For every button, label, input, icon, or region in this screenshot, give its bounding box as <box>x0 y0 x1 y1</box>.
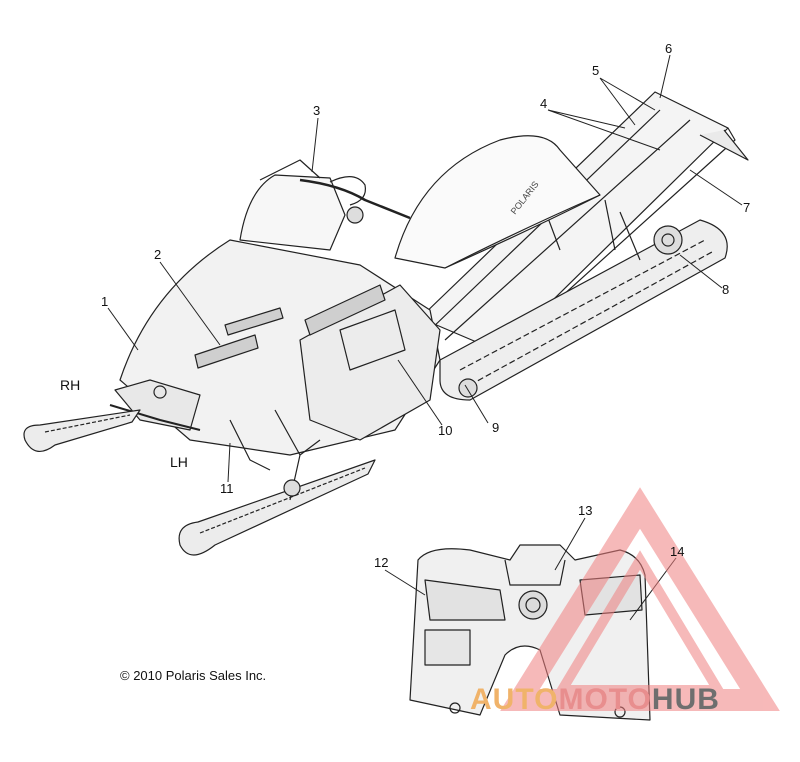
front-idler <box>458 378 478 398</box>
watermark-part3: HUB <box>651 683 720 716</box>
ski-left <box>178 459 376 556</box>
callout-13: 13 <box>578 503 593 518</box>
vent-upper <box>304 284 386 336</box>
watermark-wordmark: AUTOMOTOHUB <box>470 683 720 717</box>
leader-lines <box>107 54 743 621</box>
rear-flap <box>699 129 749 161</box>
callout-7: 7 <box>743 200 751 215</box>
ski-right <box>23 409 141 452</box>
vent-lower <box>194 334 259 369</box>
callout-12: 12 <box>374 555 389 570</box>
seat <box>394 135 601 269</box>
callout-8: 8 <box>722 282 730 297</box>
bumper <box>109 404 201 431</box>
callout-3: 3 <box>313 103 321 118</box>
callout-9: 9 <box>492 420 500 435</box>
callout-5: 5 <box>592 63 600 78</box>
callout-14: 14 <box>670 544 685 559</box>
rear-wheel <box>653 225 683 255</box>
copyright-text: © 2010 Polaris Sales Inc. <box>120 668 267 683</box>
handlebar <box>299 178 411 220</box>
callout-6: 6 <box>665 41 673 56</box>
side-label-rh: RH <box>60 377 81 393</box>
watermark-triangle <box>500 487 780 711</box>
inset-gauge <box>518 590 548 620</box>
callout-2: 2 <box>154 247 162 262</box>
watermark-part1: AUTO <box>470 683 559 716</box>
watermark-part2: MOTO <box>558 683 652 716</box>
windshield <box>239 174 346 251</box>
track <box>439 219 728 401</box>
callout-10: 10 <box>438 423 453 438</box>
callout-11: 11 <box>220 481 234 496</box>
callout-4: 4 <box>540 96 548 111</box>
callout-1: 1 <box>101 294 109 309</box>
side-label-lh: LH <box>170 454 188 470</box>
